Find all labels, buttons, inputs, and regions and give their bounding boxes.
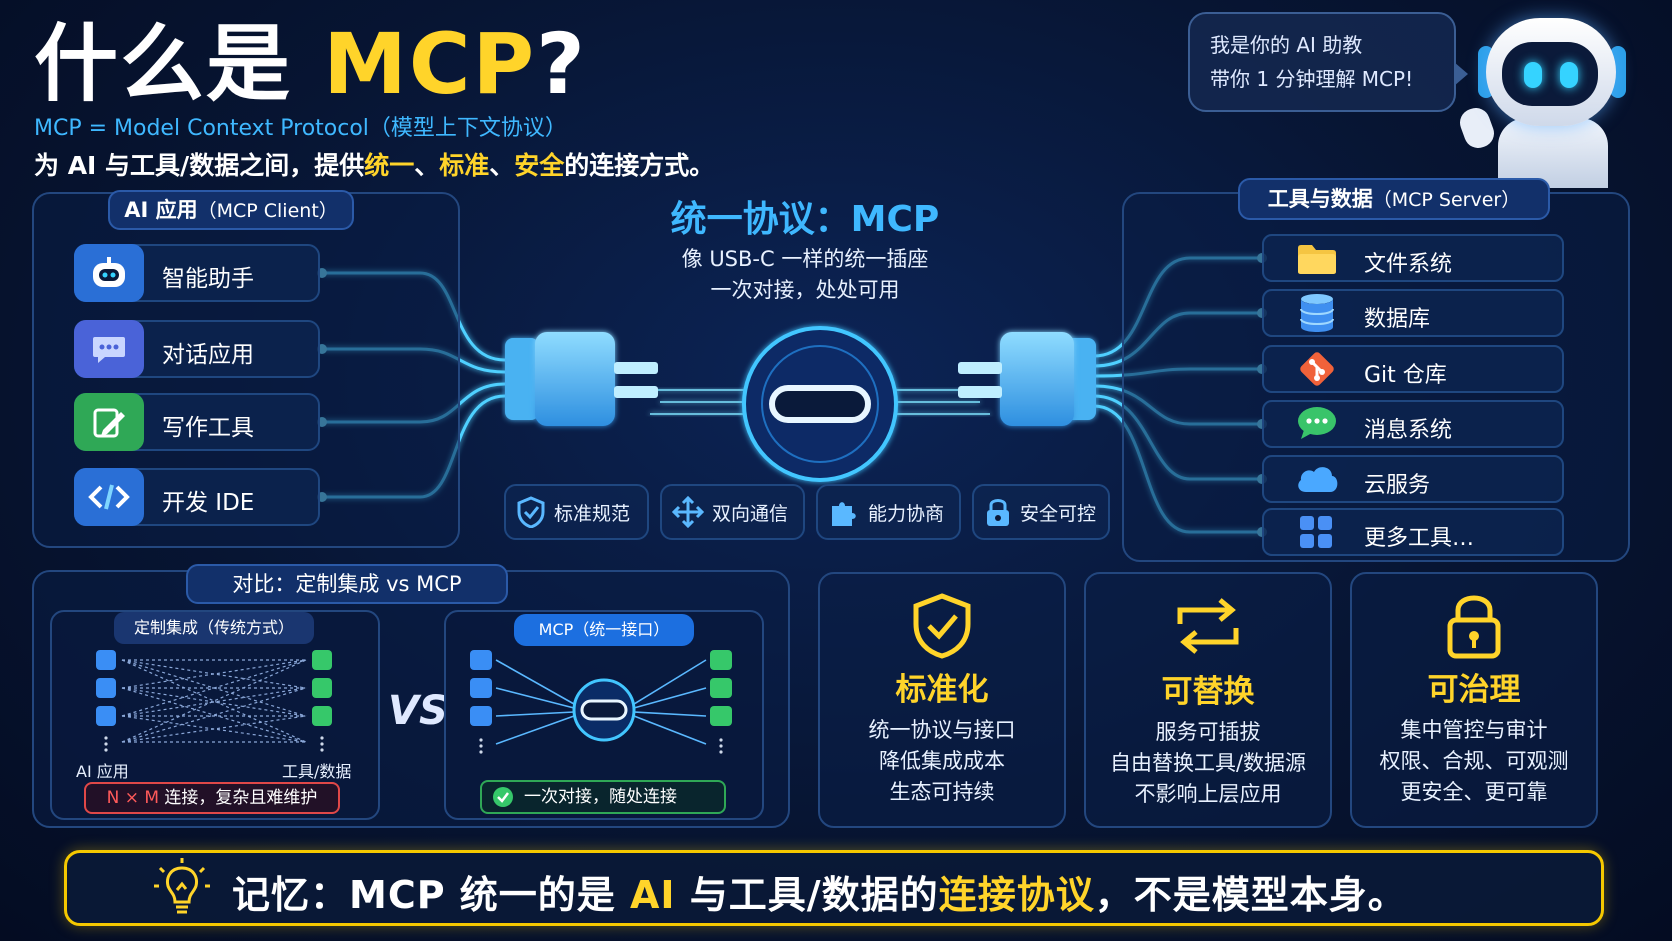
padlock-icon (1447, 595, 1501, 659)
ai-app-label: AI 应用 (76, 762, 129, 781)
mcp-client-tag: AI 应用（MCP Client） (108, 190, 354, 230)
mcp-definition: MCP = Model Context Protocol（模型上下文协议） (34, 116, 567, 141)
robot-body (1498, 118, 1608, 188)
server-item-label: 消息系统 (1364, 418, 1453, 443)
card-title: 可替换 (1161, 674, 1255, 710)
robot-face (1502, 42, 1598, 106)
shield-check-icon (913, 593, 971, 659)
client-item-label: 开发 IDE (162, 490, 255, 516)
server-item-label: Git 仓库 (1364, 363, 1447, 388)
folder-icon (1298, 245, 1336, 274)
mcp-success-badge: 一次对接，随处连接 (480, 780, 726, 814)
comparison-tag: 对比：定制集成 vs MCP (186, 564, 508, 604)
code-icon (74, 468, 144, 526)
check-circle-icon (493, 787, 513, 807)
feature-capability-negotiation: 能力协商 (816, 484, 961, 540)
client-item-label: 写作工具 (162, 415, 254, 441)
card-text: 统一协议与接口降低集成成本生态可持续 (868, 718, 1016, 804)
page-title: 什么是 MCP? (34, 15, 587, 113)
mcp-server-tag: 工具与数据（MCP Server） (1238, 178, 1550, 220)
assistant-speech-bubble: 我是你的 AI 助教 带你 1 分钟理解 MCP! (1188, 12, 1468, 112)
grid-icon (1300, 516, 1332, 548)
vs-label: VS (388, 688, 448, 734)
arrows-icon (672, 496, 704, 528)
server-item-label: 更多工具… (1364, 526, 1475, 551)
card-governable: 可治理 集中管控与审计权限、合规、可观测更安全、更可靠 (1350, 572, 1598, 828)
assistant-line-1: 我是你的 AI 助教 (1210, 33, 1363, 57)
shield-icon (517, 496, 545, 528)
card-text: 集中管控与审计权限、合规、可观测更安全、更可靠 (1379, 718, 1569, 804)
server-item-more-tools[interactable] (1262, 508, 1564, 556)
robot-eye-right (1560, 62, 1578, 88)
feature-standard-spec: 标准规范 (504, 484, 649, 540)
feature-secure-control: 安全可控 (972, 484, 1110, 540)
database-icon (1300, 294, 1334, 332)
center-protocol-title: 统一协议：MCP (670, 199, 940, 240)
memo-text: 记忆：MCP 统一的是 AI 与工具/数据的连接协议，不是模型本身。 (232, 873, 1407, 917)
lock-icon (987, 499, 1009, 526)
center-protocol-subtitle: 像 USB-C 一样的统一插座 一次对接，处处可用 (681, 247, 929, 302)
pen-icon (74, 393, 144, 451)
message-icon (1298, 407, 1336, 439)
nxm-warning-badge: N × M 连接，复杂且难维护 (84, 782, 340, 814)
mcp-hub-graphic (470, 650, 732, 754)
cloud-icon (1298, 467, 1338, 492)
card-text: 服务可插拔自由替换工具/数据源不影响上层应用 (1109, 720, 1307, 806)
puzzle-icon (832, 502, 856, 526)
card-standardization: 标准化 统一协议与接口降低集成成本生态可持续 (818, 572, 1066, 828)
server-item-label: 云服务 (1364, 473, 1431, 498)
lightbulb-icon (154, 858, 210, 914)
memo-banner (64, 850, 1604, 926)
client-item-label: 对话应用 (162, 342, 254, 368)
feature-bidirectional: 双向通信 (660, 484, 805, 540)
card-replaceable: 可替换 服务可插拔自由替换工具/数据源不影响上层应用 (1084, 572, 1332, 828)
nxm-mesh-graphic (96, 650, 332, 752)
tools-data-label: 工具/数据 (282, 762, 352, 781)
mcp-interface-tag: MCP（统一接口） (514, 614, 694, 646)
server-item-label: 文件系统 (1364, 252, 1453, 277)
card-title: 标准化 (895, 672, 989, 708)
git-icon (1300, 352, 1334, 386)
assistant-line-2: 带你 1 分钟理解 MCP! (1210, 67, 1414, 91)
server-item-label: 数据库 (1364, 307, 1431, 332)
client-item-label: 智能助手 (162, 266, 254, 292)
mcp-description: 为 AI 与工具/数据之间，提供统一、标准、安全的连接方式。 (34, 151, 715, 180)
custom-integration-tag: 定制集成（传统方式） (114, 612, 314, 644)
robot-eye-left (1524, 62, 1542, 88)
robot-icon (74, 244, 144, 302)
chat-icon (74, 320, 144, 378)
swap-icon (1177, 598, 1239, 654)
card-title: 可治理 (1427, 672, 1521, 708)
